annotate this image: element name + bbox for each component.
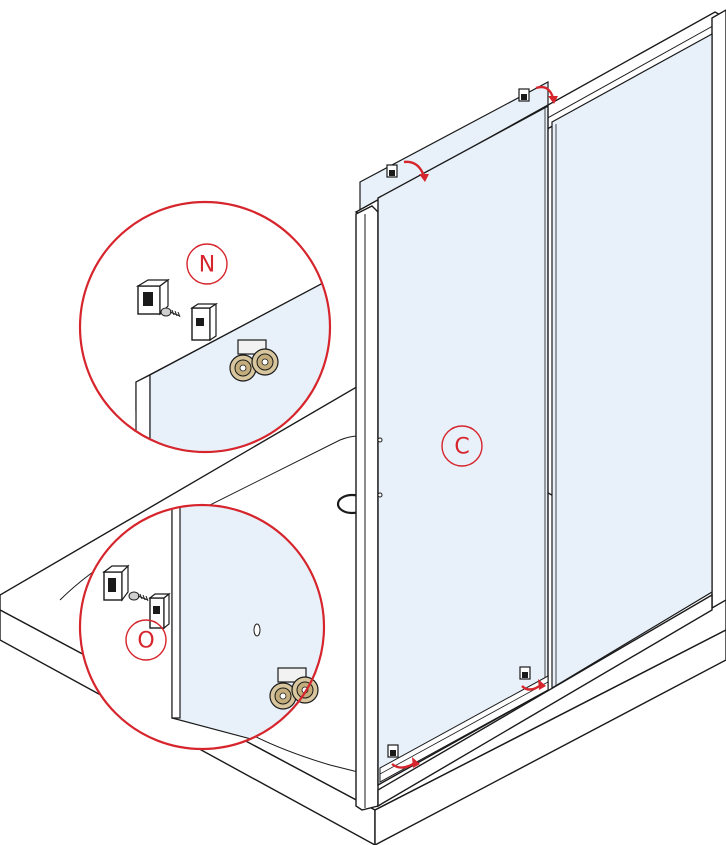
screw-icon [128,591,149,602]
screw-icon [160,307,181,318]
detail-callout-o: O [78,503,326,751]
panel-c-label: C [441,425,483,467]
arrowhead-top-right [548,96,558,104]
clip-plate-icon [190,302,218,342]
clip-plate-icon [148,592,171,630]
bracket-icon [135,278,170,316]
top-clip-right [518,88,530,102]
bracket-icon [102,564,130,602]
arrowhead-bottom-right [538,679,546,690]
bottom-clip-right [519,666,531,680]
top-clip-left [386,164,398,178]
fixed-side-glass [551,32,713,690]
rotation-arrow-top-left [403,160,426,177]
sliding-door-panel-c [377,104,549,787]
detail-n-label: N [199,253,215,278]
panel-c-text: C [454,435,469,460]
detail-o-label: O [137,629,154,654]
bottom-clip-left [387,744,399,758]
arrowhead-top-left [419,174,429,182]
rotation-arrow-top-right [535,85,555,99]
arrowhead-bottom-left [412,757,420,768]
